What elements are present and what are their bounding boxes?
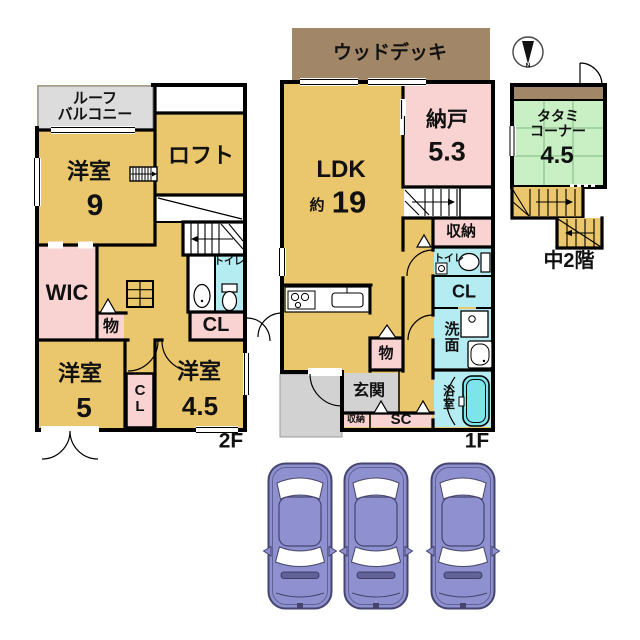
tatami-name-label: タタミ コーナー bbox=[530, 107, 586, 139]
room5-size-label: 5 bbox=[76, 391, 92, 423]
sink-icon-2f bbox=[193, 283, 211, 309]
wood-deck bbox=[292, 28, 490, 82]
room-tatami-corner bbox=[514, 100, 603, 185]
stairs-2f-steps bbox=[190, 223, 244, 254]
car-3 bbox=[425, 462, 501, 610]
stairs-mezz-lower-steps bbox=[557, 218, 602, 248]
ldk-size-label: 19 bbox=[331, 184, 367, 220]
entrance-label: 玄関 bbox=[352, 382, 386, 400]
shoe-closet-label: SC bbox=[390, 410, 412, 428]
closet-1f-label: CL bbox=[452, 281, 476, 302]
tatami-size-label: 4.5 bbox=[540, 142, 574, 170]
washbasin-icon bbox=[467, 340, 493, 369]
compass-icon: N bbox=[512, 36, 544, 70]
pantry-1f-label: 物 bbox=[378, 344, 394, 362]
room9-name-label: 洋室 bbox=[66, 159, 112, 185]
bathtub-icon bbox=[458, 375, 490, 427]
folding-door-mark-2f bbox=[98, 297, 118, 314]
f2-door-arcs bbox=[41, 317, 271, 460]
ldk-about-label: 約 bbox=[309, 196, 325, 214]
room-storage-2f bbox=[98, 314, 124, 339]
floor2-plan bbox=[33, 83, 271, 460]
room-entrance-storage bbox=[343, 413, 369, 427]
roof-balcony-label: ルーフ バルコニー bbox=[57, 89, 133, 123]
room-wic bbox=[38, 246, 96, 339]
stove-icon bbox=[287, 290, 316, 310]
f1-folding-door-marks bbox=[372, 233, 433, 414]
kitchen-sink-icon bbox=[331, 292, 364, 308]
f1-outer-wall bbox=[280, 80, 495, 432]
bathroom-label: 浴 室 bbox=[442, 384, 456, 411]
ladder-icon bbox=[129, 166, 158, 182]
mezz-window bbox=[508, 126, 516, 156]
toilet-2f-label: トイレ bbox=[214, 256, 244, 268]
toilet-1f-label: トイレ bbox=[434, 253, 464, 265]
void-diagonal-2f bbox=[157, 197, 243, 220]
room5-name-label: 洋室 bbox=[57, 361, 103, 387]
nando-size-label: 5.3 bbox=[428, 136, 466, 167]
entrance-storage-label: 収納 bbox=[346, 414, 366, 425]
nando-name-label: 納戸 bbox=[426, 108, 468, 132]
void-strip-2f bbox=[155, 87, 245, 113]
car-1 bbox=[262, 462, 338, 610]
floor1-plan bbox=[257, 28, 495, 438]
washing-machine-icon bbox=[460, 310, 489, 338]
loft-label: ロフト bbox=[167, 143, 235, 169]
f2-outer-wall bbox=[35, 83, 247, 432]
room-closet-2f bbox=[190, 313, 244, 339]
room-closet-1f bbox=[434, 277, 491, 307]
wood-deck-label: ウッドデッキ bbox=[332, 42, 448, 64]
storage-2f-label: 物 bbox=[102, 318, 120, 336]
room-entrance bbox=[343, 373, 398, 412]
landing-grid-2f bbox=[126, 280, 154, 308]
mezzanine-label: 中2階 bbox=[543, 250, 595, 273]
car-2 bbox=[338, 462, 414, 610]
room45-name-label: 洋室 bbox=[176, 359, 222, 385]
closet-2f-label: CL bbox=[202, 314, 230, 337]
floor2-label: 2F bbox=[218, 429, 244, 453]
mezzanine-plan bbox=[508, 62, 607, 250]
room-nando bbox=[404, 84, 491, 186]
room-pantry-1f bbox=[371, 339, 402, 369]
room9-size-label: 9 bbox=[86, 188, 104, 222]
floor1-label: 1F bbox=[464, 429, 490, 453]
room-closet-vertical bbox=[125, 372, 155, 429]
toilet-icon-1f bbox=[435, 252, 491, 275]
kitchen-counter bbox=[282, 283, 373, 315]
compass-north-label: N bbox=[526, 63, 531, 70]
toilet-icon-2f bbox=[193, 283, 238, 312]
f2-windows bbox=[33, 126, 251, 434]
storage-1f-label: 収納 bbox=[445, 222, 477, 240]
closet-vertical-label: C L bbox=[134, 381, 146, 415]
ldk-name-label: LDK bbox=[316, 156, 366, 184]
room45-size-label: 4.5 bbox=[181, 390, 219, 421]
washroom-label: 洗 面 bbox=[444, 320, 460, 354]
room-storage-1f bbox=[434, 219, 491, 246]
f1-door-arcs bbox=[257, 249, 456, 426]
stairs-mezz-upper-steps bbox=[512, 189, 576, 217]
mezz-door-arc bbox=[579, 62, 603, 86]
tatami-grid bbox=[514, 100, 603, 185]
stairs-1f-steps bbox=[404, 189, 458, 216]
room-roof-balcony bbox=[37, 85, 154, 130]
mezzanine-shelf bbox=[514, 87, 603, 100]
f1-windows bbox=[278, 78, 426, 376]
room-shoe-closet bbox=[371, 413, 432, 427]
wic-label: WIC bbox=[45, 280, 89, 306]
